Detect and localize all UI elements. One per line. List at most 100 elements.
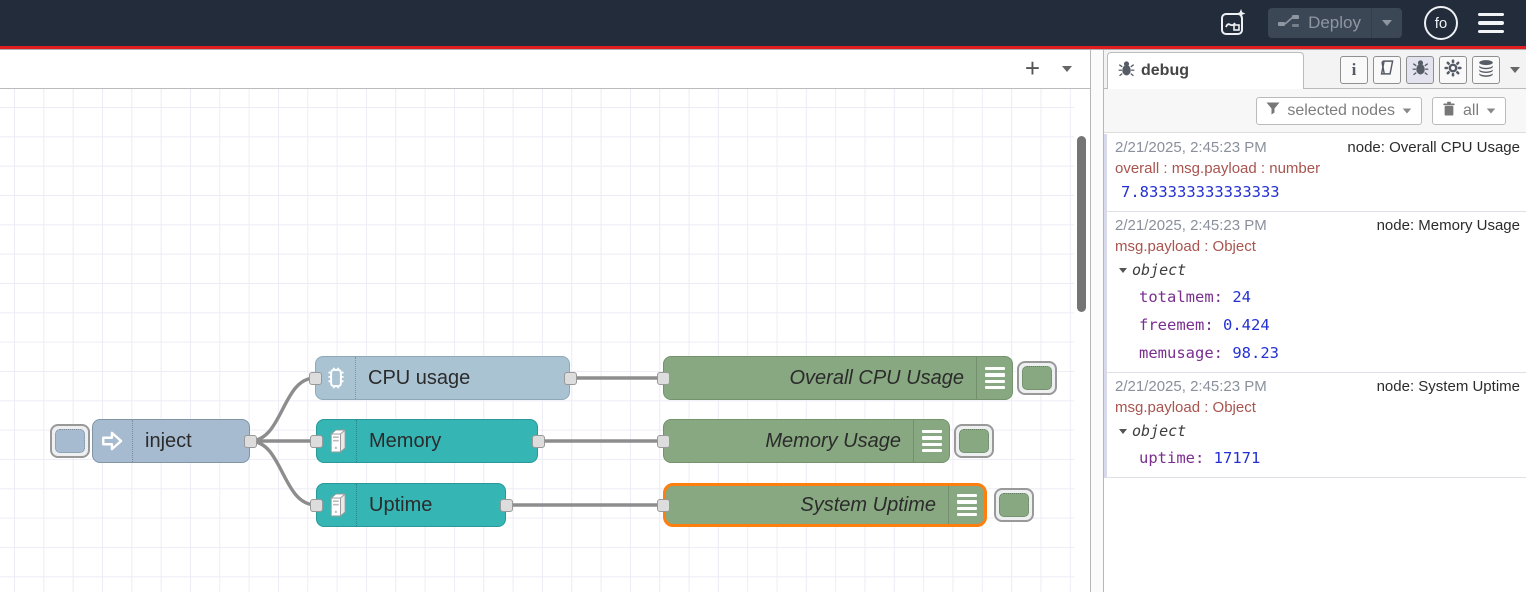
debug-filter-button[interactable]: selected nodes	[1256, 96, 1422, 125]
debug-output-icon	[948, 486, 984, 524]
book-icon	[1379, 59, 1396, 81]
node-cpu[interactable]: CPU usage	[315, 356, 570, 400]
chevron-down-icon	[1402, 107, 1412, 114]
alert-stripe	[0, 46, 1526, 49]
server-icon	[317, 484, 357, 526]
tab-debug-messages-button[interactable]	[1406, 56, 1434, 84]
node-label: inject	[145, 429, 192, 452]
debug-toolbar: selected nodes all	[1104, 89, 1526, 133]
sidebar-menu-button[interactable]	[1510, 67, 1520, 73]
deploy-options-button[interactable]	[1371, 8, 1402, 38]
filter-icon	[1266, 102, 1280, 120]
collapse-caret-icon	[1119, 428, 1127, 434]
debug-clear-label: all	[1462, 101, 1479, 119]
node-output-port[interactable]	[243, 434, 257, 448]
debug-object-field: totalmem: 24	[1139, 288, 1252, 306]
node-output-port[interactable]	[531, 434, 545, 448]
debug-toggle-button[interactable]	[994, 488, 1034, 522]
node-dbg-cpu[interactable]: Overall CPU Usage	[663, 356, 1013, 400]
flow-tab-bar: +	[0, 50, 1090, 89]
add-flow-button[interactable]: +	[1024, 52, 1040, 83]
debug-toggle-button[interactable]	[954, 424, 994, 458]
debug-object-field: uptime: 17171	[1139, 449, 1261, 467]
deploy-icon	[1278, 13, 1300, 34]
debug-object-label: object	[1132, 422, 1187, 440]
flow-assistant-icon[interactable]	[1214, 4, 1252, 42]
deploy-label: Deploy	[1308, 13, 1361, 32]
node-label: Memory Usage	[765, 429, 901, 452]
debug-sidebar: debug i	[1104, 50, 1526, 592]
debug-object-field: memusage: 98.23	[1139, 344, 1280, 362]
debug-output-icon	[913, 420, 949, 462]
flow-list-button[interactable]	[1062, 66, 1072, 72]
sidebar-resize-handle[interactable]	[1091, 50, 1104, 592]
info-icon: i	[1351, 60, 1357, 79]
debug-number-value: 7.833333333333333	[1121, 183, 1280, 201]
node-input-port[interactable]	[656, 434, 670, 448]
node-dbg-up[interactable]: System Uptime	[663, 483, 987, 527]
debug-toggle-button[interactable]	[1017, 361, 1057, 395]
debug-object-toggle[interactable]: object	[1115, 418, 1520, 444]
node-dbg-mem[interactable]: Memory Usage	[663, 419, 950, 463]
debug-object-label: object	[1132, 261, 1187, 279]
deploy-button[interactable]: Deploy	[1268, 8, 1402, 38]
node-input-port[interactable]	[656, 498, 670, 512]
debug-timestamp: 2/21/2025, 2:45:23 PM	[1115, 217, 1267, 234]
trash-icon	[1442, 101, 1456, 121]
node-input-port[interactable]	[309, 498, 323, 512]
chevron-down-icon	[1382, 20, 1392, 26]
debug-property-path: msg.payload : Object	[1115, 238, 1256, 255]
node-inject[interactable]: inject	[92, 419, 250, 463]
debug-message[interactable]: 2/21/2025, 2:45:23 PM node: Overall CPU …	[1104, 134, 1526, 212]
tab-debug[interactable]: debug	[1107, 52, 1304, 89]
wire[interactable]	[249, 439, 317, 507]
node-input-port[interactable]	[309, 434, 323, 448]
bug-icon	[1118, 60, 1135, 82]
tab-config-nodes-button[interactable]	[1439, 56, 1467, 84]
node-label: System Uptime	[800, 493, 936, 516]
server-icon	[317, 420, 357, 462]
header-bar: Deploy fo	[0, 0, 1526, 46]
debug-source-node: node: Memory Usage	[1376, 217, 1520, 234]
inject-trigger-button[interactable]	[50, 424, 90, 458]
debug-timestamp: 2/21/2025, 2:45:23 PM	[1115, 139, 1267, 156]
cpu-chip-icon	[316, 357, 356, 399]
debug-source-node: node: Overall CPU Usage	[1347, 139, 1520, 156]
node-input-port[interactable]	[656, 371, 670, 385]
debug-property-path: overall : msg.payload : number	[1115, 160, 1321, 177]
main-menu-icon[interactable]	[1474, 9, 1508, 38]
debug-property-path: msg.payload : Object	[1115, 399, 1256, 416]
node-output-port[interactable]	[563, 371, 577, 385]
collapse-caret-icon	[1119, 267, 1127, 273]
database-icon	[1477, 59, 1495, 82]
wire[interactable]	[249, 376, 316, 443]
debug-clear-button[interactable]: all	[1431, 96, 1506, 125]
tab-info-button[interactable]: i	[1340, 56, 1368, 84]
header-divider	[0, 49, 1526, 50]
debug-message[interactable]: 2/21/2025, 2:45:23 PM node: System Uptim…	[1104, 373, 1526, 478]
sidebar-tab-bar: debug i	[1104, 50, 1526, 89]
debug-object-field: freemem: 0.424	[1139, 316, 1270, 334]
node-memory[interactable]: Memory	[316, 419, 538, 463]
inject-arrow-icon	[93, 420, 133, 462]
tab-help-button[interactable]	[1373, 56, 1401, 84]
node-uptime[interactable]: Uptime	[316, 483, 506, 527]
node-label: Memory	[369, 429, 442, 452]
debug-timestamp: 2/21/2025, 2:45:23 PM	[1115, 378, 1267, 395]
debug-message[interactable]: 2/21/2025, 2:45:23 PM node: Memory Usage…	[1104, 212, 1526, 373]
node-input-port[interactable]	[308, 371, 322, 385]
user-avatar[interactable]: fo	[1424, 6, 1458, 40]
node-output-port[interactable]	[499, 498, 513, 512]
debug-object-toggle[interactable]: object	[1115, 257, 1520, 283]
gear-icon	[1444, 58, 1462, 82]
debug-filter-label: selected nodes	[1287, 101, 1395, 119]
debug-message-list: 2/21/2025, 2:45:23 PM node: Overall CPU …	[1104, 134, 1526, 592]
canvas-vertical-scrollbar[interactable]	[1077, 136, 1086, 312]
chevron-down-icon	[1486, 107, 1496, 114]
tab-context-data-button[interactable]	[1472, 56, 1500, 84]
debug-output-icon	[976, 357, 1012, 399]
canvas-scrollbar-track	[1074, 89, 1090, 592]
